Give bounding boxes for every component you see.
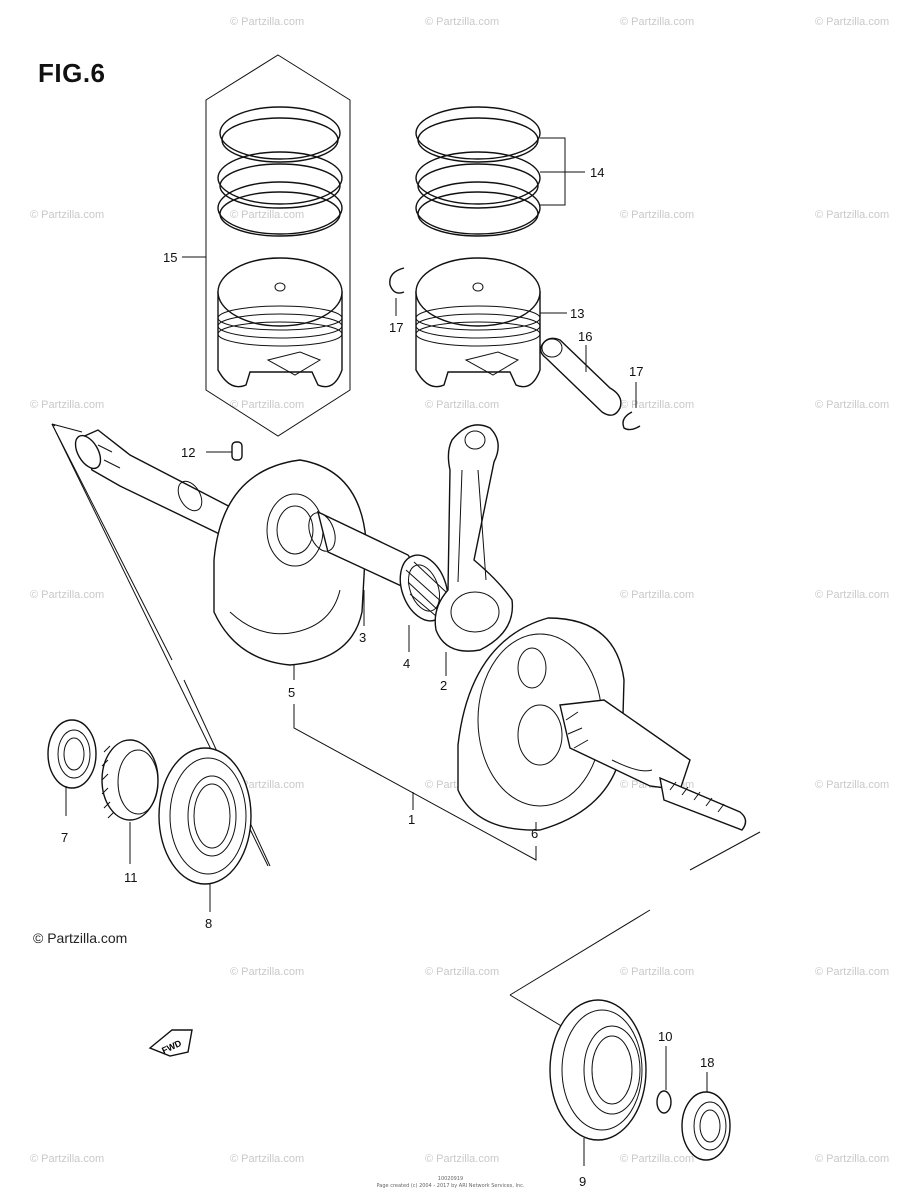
watermark: © Partzilla.com: [815, 1153, 889, 1165]
watermark: © Partzilla.com: [230, 779, 304, 791]
bearing-7[interactable]: [47, 719, 97, 789]
bearing-9[interactable]: [549, 999, 647, 1141]
callout-10: 10: [658, 1029, 672, 1044]
exploded-view-lines: [51, 423, 761, 1031]
callout-5: 5: [288, 685, 295, 700]
callout-6: 6: [531, 826, 538, 841]
watermark: © Partzilla.com: [620, 589, 694, 601]
callout-12: 12: [181, 445, 195, 460]
needle-bearing-4[interactable]: [392, 549, 457, 628]
circlip-17-right[interactable]: [622, 411, 641, 431]
callout-15: 15: [163, 250, 177, 265]
watermark: © Partzilla.com: [815, 209, 889, 221]
watermark: © Partzilla.com: [620, 966, 694, 978]
assembly-outline: [205, 54, 351, 437]
callout-16: 16: [578, 329, 592, 344]
fwd-arrow-icon: FWD: [148, 1029, 193, 1057]
callout-9: 9: [579, 1174, 586, 1189]
watermark: © Partzilla.com: [815, 779, 889, 791]
watermark: © Partzilla.com: [620, 399, 694, 411]
crankshaft-right-6[interactable]: [457, 617, 747, 831]
watermark: © Partzilla.com: [425, 1153, 499, 1165]
watermark: © Partzilla.com: [620, 209, 694, 221]
watermark-layer: © Partzilla.com © Partzilla.com © Partzi…: [30, 16, 889, 1165]
watermark: © Partzilla.com: [30, 209, 104, 221]
footer-copyright: Page created (c) 2004 - 2017 by ARI Netw…: [376, 1183, 525, 1189]
piston-13[interactable]: [415, 257, 541, 388]
watermark: © Partzilla.com: [815, 399, 889, 411]
watermark: © Partzilla.com: [30, 399, 104, 411]
callout-17-right: 17: [629, 364, 643, 379]
connecting-rod-2[interactable]: [434, 424, 514, 652]
watermark: © Partzilla.com: [30, 589, 104, 601]
watermark: © Partzilla.com: [815, 589, 889, 601]
brand-watermark: © Partzilla.com: [33, 930, 128, 946]
callout-3: 3: [359, 630, 366, 645]
callout-17-left: 17: [389, 320, 403, 335]
watermark: © Partzilla.com: [620, 1153, 694, 1165]
watermark: © Partzilla.com: [30, 1153, 104, 1165]
watermark: © Partzilla.com: [425, 966, 499, 978]
piston-pin-16[interactable]: [539, 337, 622, 416]
watermark: © Partzilla.com: [230, 966, 304, 978]
watermark: © Partzilla.com: [815, 16, 889, 28]
callout-1: 1: [408, 812, 415, 827]
pin-12[interactable]: [231, 441, 243, 461]
crankshaft-left-5[interactable]: [70, 429, 416, 666]
piston-rings-14[interactable]: [415, 106, 541, 237]
circlip-17-left[interactable]: [389, 267, 405, 294]
watermark: © Partzilla.com: [425, 16, 499, 28]
callout-13: 13: [570, 306, 584, 321]
bearing-8[interactable]: [158, 747, 252, 885]
watermark: © Partzilla.com: [230, 1153, 304, 1165]
watermark: © Partzilla.com: [425, 399, 499, 411]
watermark: © Partzilla.com: [230, 209, 304, 221]
figure-title: FIG.6: [38, 58, 106, 88]
piston-assembly-15[interactable]: [205, 54, 351, 437]
callout-18: 18: [700, 1055, 714, 1070]
watermark: © Partzilla.com: [815, 966, 889, 978]
gear-11[interactable]: [101, 739, 159, 821]
callout-11: 11: [124, 870, 138, 885]
footer-code: 10020919: [437, 1176, 464, 1182]
watermark: © Partzilla.com: [230, 399, 304, 411]
watermark: © Partzilla.com: [620, 16, 694, 28]
callout-7: 7: [61, 830, 68, 845]
crankshaft-assembly-bracket-1: [293, 704, 537, 861]
callout-4: 4: [403, 656, 410, 671]
callout-14: 14: [590, 165, 604, 180]
oil-seal-18[interactable]: [681, 1091, 731, 1161]
callout-2: 2: [440, 678, 447, 693]
watermark: © Partzilla.com: [230, 16, 304, 28]
callout-8: 8: [205, 916, 212, 931]
o-ring-10[interactable]: [656, 1090, 672, 1114]
